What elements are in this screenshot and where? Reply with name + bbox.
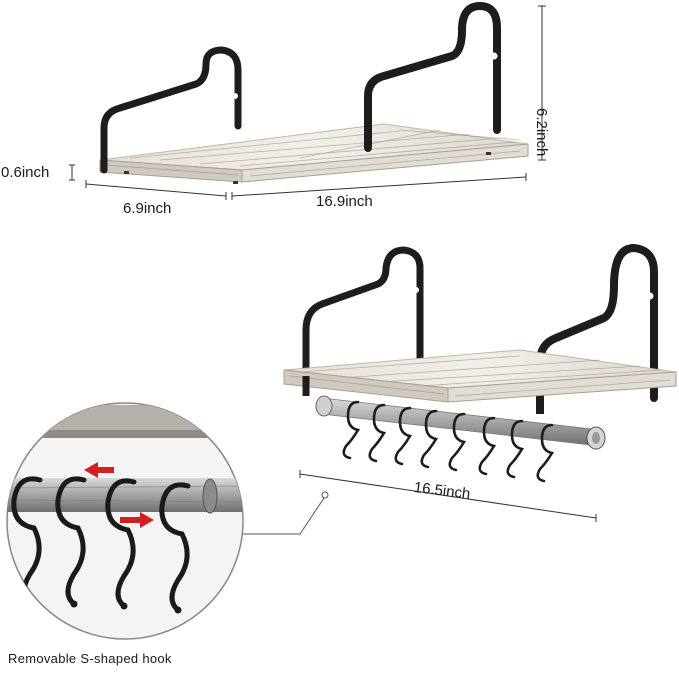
bottom-shelf-rod-left-cap [315, 395, 333, 417]
callout-pointer [215, 491, 329, 535]
red-arrow-right-icon [120, 512, 154, 528]
bottom-shelf-left-bracket-hole [413, 287, 419, 293]
thickness-label: 0.6inch [1, 164, 50, 181]
bottom-shelf [283, 244, 677, 483]
top-shelf-dimension-lines [69, 5, 546, 200]
length-label: 16.9inch [316, 193, 373, 210]
top-shelf-board-side [241, 143, 529, 183]
top-shelf-right-bracket-hole [490, 52, 498, 60]
bottom-shelf-left-bracket [302, 246, 424, 380]
bottom-shelf-rod [321, 397, 601, 447]
bottom-shelf-right-bracket [536, 244, 658, 414]
top-shelf-left-bracket-hole [232, 93, 238, 99]
bottom-shelf-board-side [447, 371, 677, 403]
depth-label: 6.9inch [123, 200, 172, 217]
top-shelf [99, 2, 529, 184]
hook-closeup [6, 402, 244, 640]
rod-dimension-line [299, 470, 597, 522]
bottom-shelf-right-bracket-hole [646, 292, 654, 300]
red-arrow-left-icon [84, 462, 114, 478]
hook-caption: Removable S-shaped hook [8, 651, 172, 666]
top-shelf-left-bracket [100, 46, 242, 174]
top-shelf-right-bracket [364, 2, 501, 152]
height-label: 6.2inch [533, 108, 550, 157]
top-shelf-grain [129, 129, 521, 167]
bottom-shelf-hooks [342, 400, 555, 483]
